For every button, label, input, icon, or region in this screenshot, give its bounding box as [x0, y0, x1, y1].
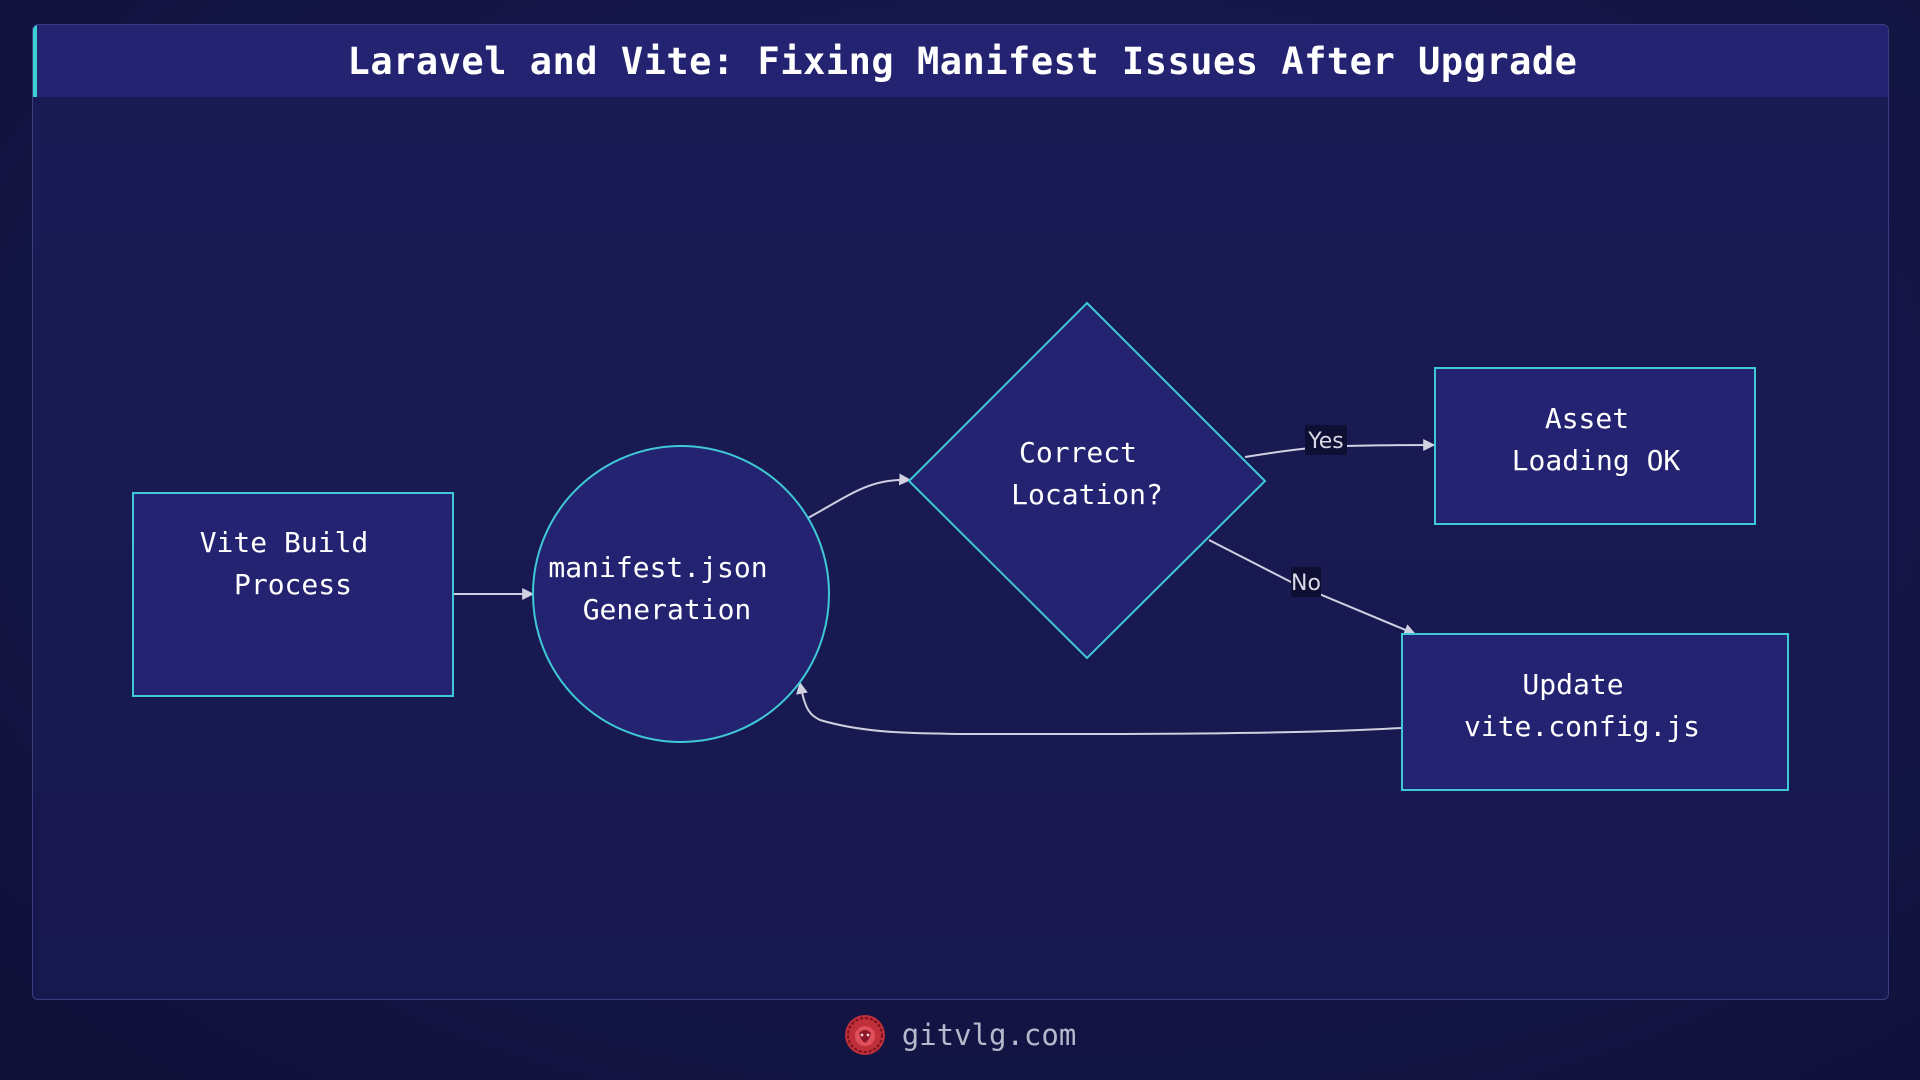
node-asset-ok-line1: Asset [1545, 402, 1629, 435]
lion-logo-icon [844, 1015, 885, 1055]
node-manifest-line1: manifest.json [548, 551, 767, 584]
node-vite-build [132, 492, 454, 697]
title-bar: Laravel and Vite: Fixing Manifest Issues… [33, 25, 1888, 97]
footer: gitvlg.com [0, 1010, 1920, 1060]
edge-update-to-manifest [796, 681, 1402, 736]
yes-label: Yes [1307, 429, 1344, 454]
node-manifest [532, 445, 830, 743]
node-vite-build-line2: Process [234, 568, 352, 601]
node-asset-ok-line2: Loading OK [1512, 444, 1681, 477]
no-label: No [1291, 571, 1321, 596]
edge-manifest-to-decision [807, 473, 912, 519]
footer-site-link[interactable]: gitvlg.com [901, 1018, 1077, 1052]
yes-label-bg [1305, 425, 1347, 455]
node-asset-ok [1434, 367, 1756, 525]
node-update-config-line1: Update [1522, 668, 1623, 701]
node-decision-line2: Location? [1011, 478, 1163, 511]
node-update-config-line2: vite.config.js [1464, 710, 1700, 743]
node-vite-build-line1: Vite Build [200, 526, 369, 559]
node-decision-line1: Correct [1019, 436, 1137, 469]
no-label-bg [1291, 567, 1321, 597]
node-update-config [1401, 633, 1789, 791]
page-title: Laravel and Vite: Fixing Manifest Issues… [347, 39, 1578, 83]
node-decision [907, 301, 1267, 660]
node-manifest-line2: Generation [583, 593, 752, 626]
